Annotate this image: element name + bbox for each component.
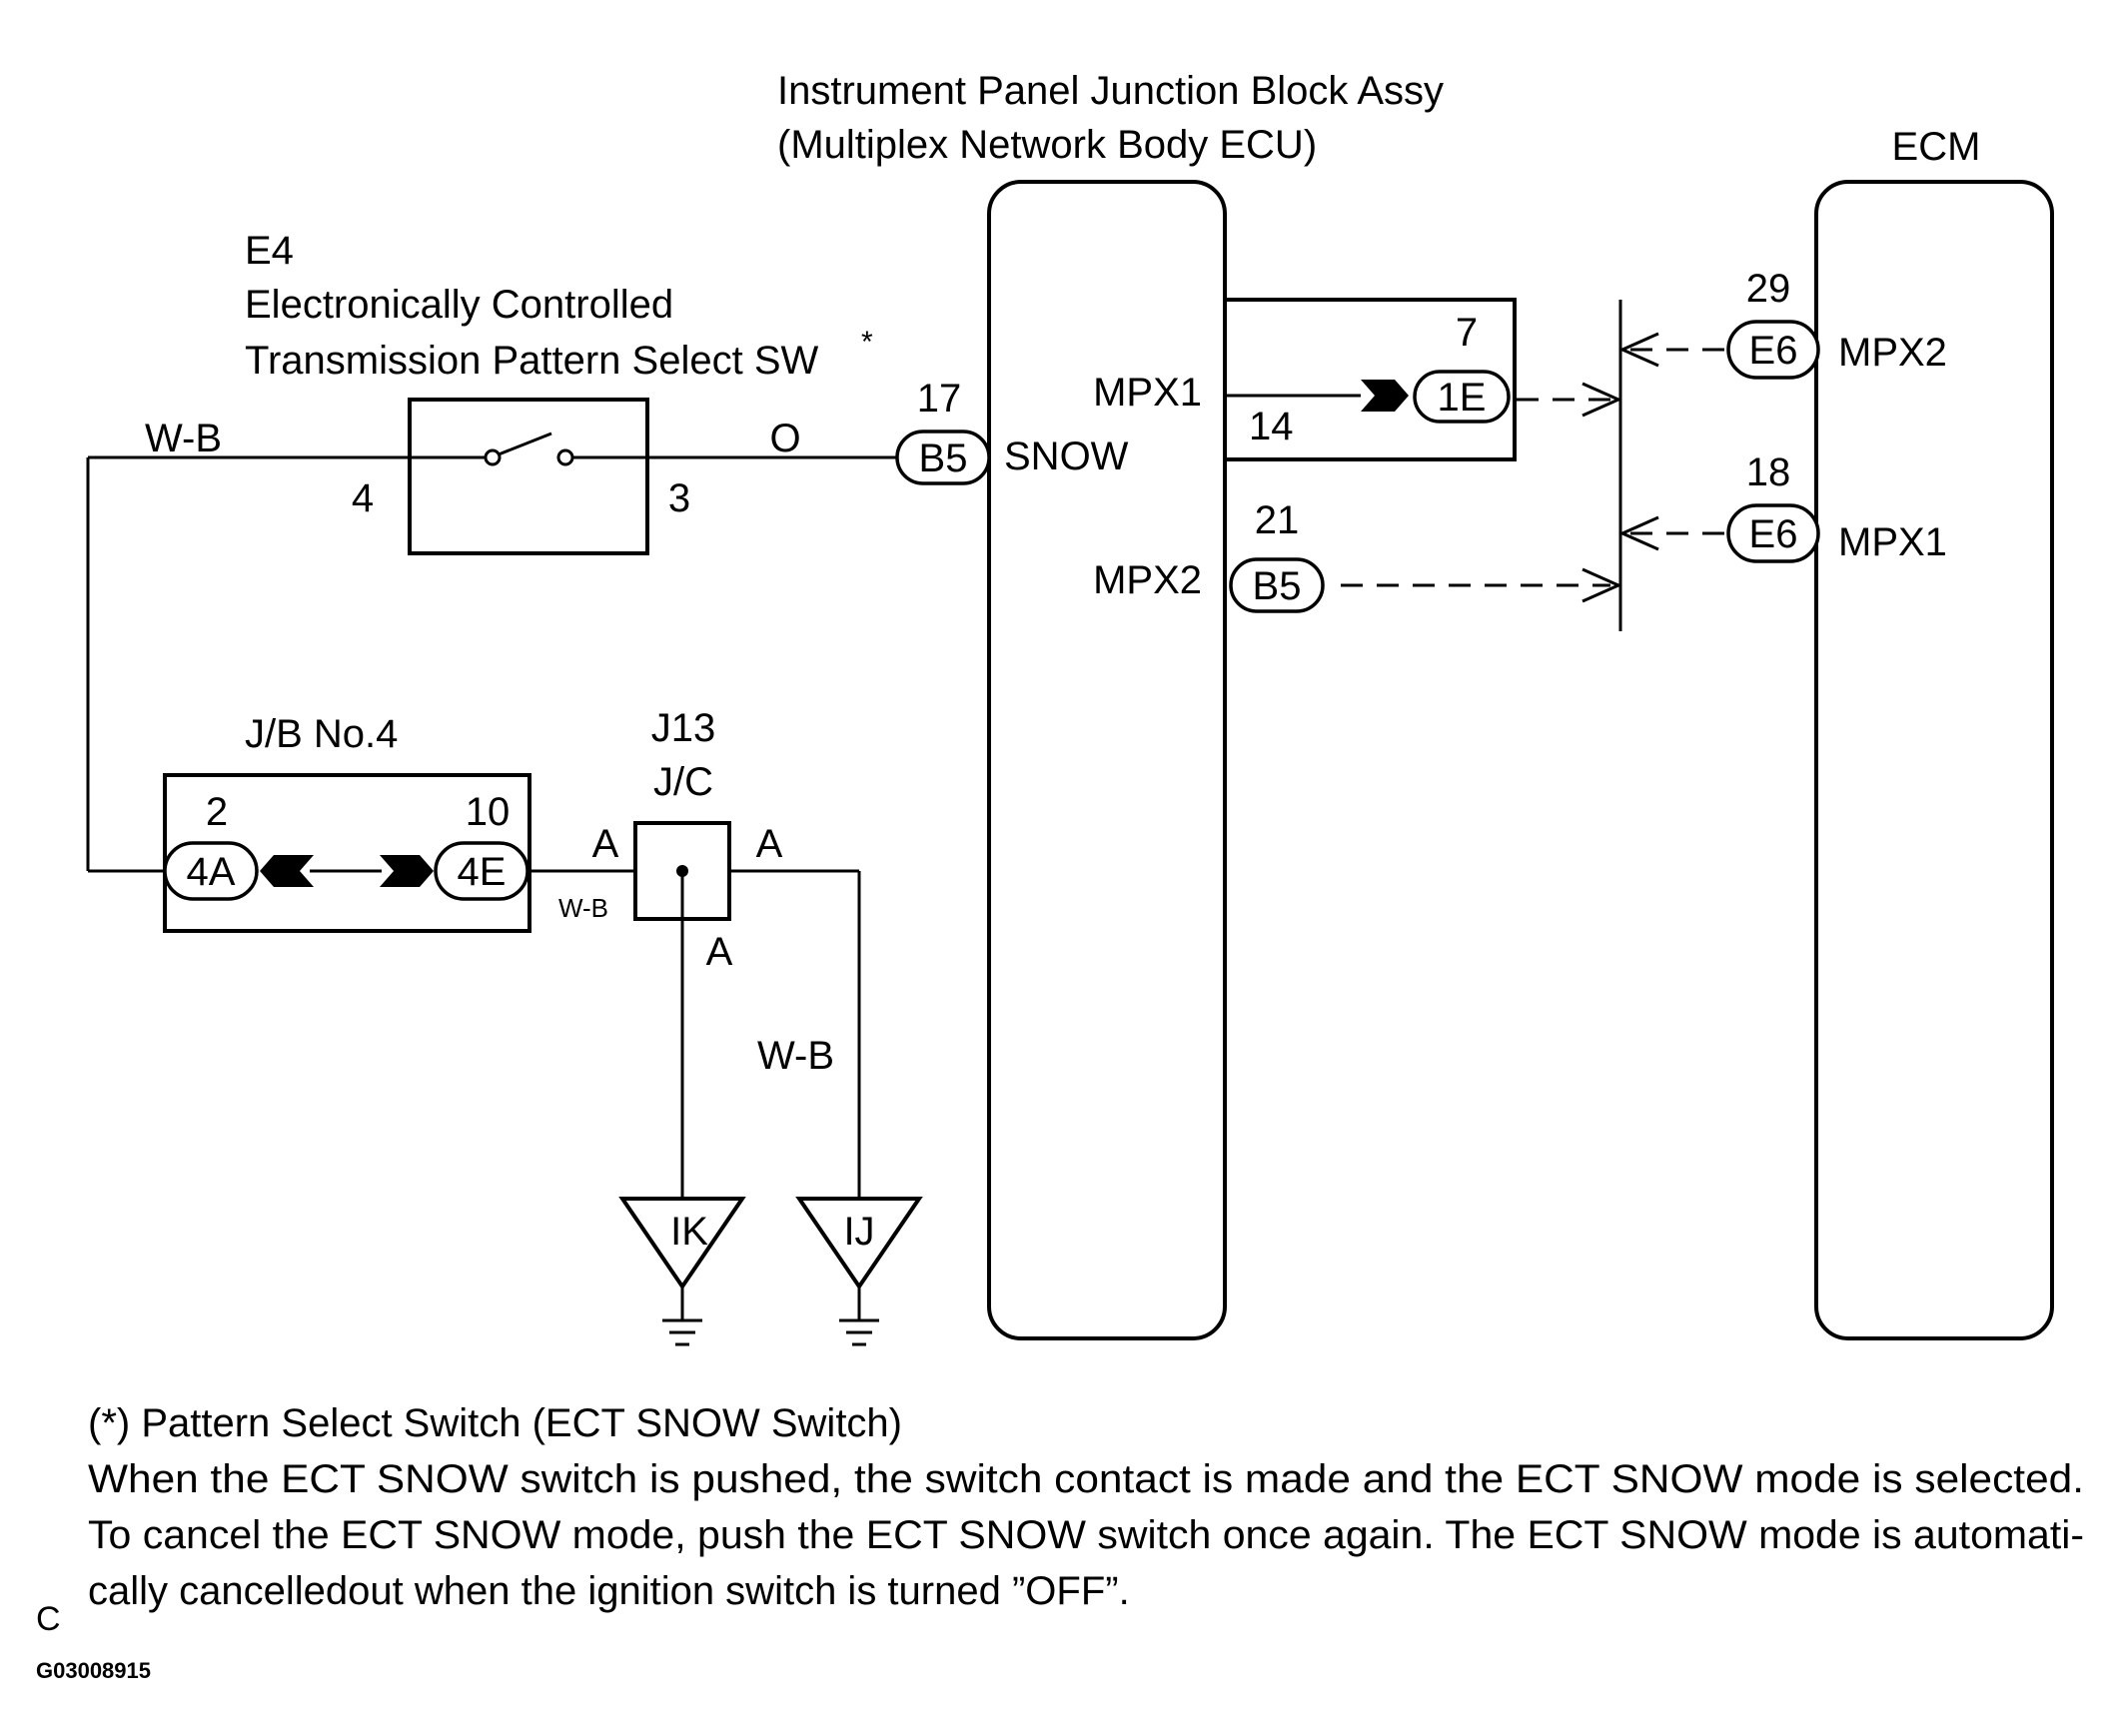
ecm-title: ECM	[1892, 125, 1981, 169]
connector-1e-pill	[1413, 370, 1511, 424]
connector-1e-sub-pin: 14	[1249, 405, 1294, 448]
figure-code: G03008915	[36, 1658, 151, 1683]
jb-no4-title: J/B No.4	[245, 712, 398, 756]
jb-assy-title-line2: (Multiplex Network Body ECU)	[777, 123, 1317, 167]
jb-assy-block: Instrument Panel Junction Block Assy (Mu…	[777, 69, 1444, 1340]
jb-no4-body	[163, 773, 531, 933]
switch-pin-left: 4	[352, 476, 374, 520]
jb-no4-pin-right: 10	[466, 790, 511, 834]
ground-ik: IK	[618, 1197, 746, 1346]
connector-b5-mpx2-pill	[1229, 557, 1325, 613]
connector-b5-snow-group: B5 17	[895, 377, 991, 485]
switch-asterisk: *	[861, 326, 873, 359]
connector-b5-snow-pin: 17	[917, 377, 962, 421]
jb-assy-title-line1: Instrument Panel Junction Block Assy	[777, 69, 1444, 113]
ground-ij-label: IJ	[843, 1210, 874, 1254]
corner-letter: C	[36, 1600, 61, 1638]
switch-contact-right	[556, 448, 574, 466]
ecm-pin-mpx1: MPX1	[1838, 520, 1947, 564]
switch-code: E4	[245, 229, 294, 273]
connector-4a-arrow	[260, 855, 314, 887]
jc-j13-block: J13 J/C A A A	[592, 706, 783, 974]
ecm-pin-mpx2: MPX2	[1838, 331, 1947, 375]
connector-4e-pill	[434, 841, 529, 901]
connector-b5-snow-pill	[895, 430, 991, 485]
ground-ij: IJ	[795, 1197, 923, 1346]
wires: W-B O W-B W-B	[86, 394, 1361, 1199]
notes: (*) Pattern Select Switch (ECT SNOW Swit…	[88, 1401, 2084, 1613]
jb-assy-pin-mpx2: MPX2	[1093, 558, 1202, 602]
connector-b5-snow-code: B5	[919, 436, 968, 480]
connector-1e-box	[1225, 298, 1517, 461]
jc-splice-point	[676, 865, 688, 877]
connector-4e-code: 4E	[458, 850, 507, 894]
connector-1e-pin: 7	[1456, 311, 1478, 355]
jb-no4-pin-left: 2	[206, 790, 228, 834]
ecm-body	[1814, 180, 2054, 1340]
mpx-arrow-e6-18	[1618, 515, 1659, 551]
connector-1e-code: 1E	[1438, 376, 1487, 420]
pattern-select-switch: E4 Electronically Controlled Transmissio…	[245, 229, 873, 555]
jc-label-a-right: A	[756, 822, 783, 866]
connector-b5-mpx2-code: B5	[1253, 564, 1302, 608]
mpx-arrow-e6-29	[1618, 332, 1659, 368]
switch-blade	[498, 432, 552, 456]
connector-1e-arrow	[1361, 380, 1409, 412]
connector-e6-18-pin: 18	[1746, 450, 1791, 494]
connector-e6-29-group: E6 29	[1726, 267, 1820, 380]
switch-name-line2: Transmission Pattern Select SW	[245, 339, 819, 383]
connector-b5-mpx2-pin: 21	[1255, 498, 1300, 542]
connector-4e-arrow	[380, 855, 434, 887]
switch-pin-right: 3	[668, 476, 690, 520]
ground-ik-triangle	[618, 1197, 746, 1291]
note-line-1: (*) Pattern Select Switch (ECT SNOW Swit…	[88, 1401, 902, 1445]
note-line-4: cally cancelledout when the ignition swi…	[88, 1569, 1130, 1613]
connector-4a-code: 4A	[187, 850, 236, 894]
mpx-arrow-1e	[1582, 382, 1622, 418]
jc-code: J13	[651, 706, 716, 750]
connector-e6-18-group: E6 18	[1726, 450, 1820, 563]
ground-ij-triangle	[795, 1197, 923, 1291]
connector-e6-29-pin: 29	[1746, 267, 1791, 311]
switch-name-line1: Electronically Controlled	[245, 283, 673, 327]
connector-e6-29-pill	[1726, 320, 1820, 380]
jb-assy-pin-snow: SNOW	[1004, 434, 1129, 478]
jc-body	[633, 821, 731, 921]
jc-label-a-bottom: A	[706, 930, 733, 974]
connector-e6-29-code: E6	[1749, 329, 1798, 373]
ground-ik-label: IK	[670, 1210, 708, 1254]
connector-1e-group: 1E 7 14	[1225, 298, 1517, 461]
connector-e6-18-code: E6	[1749, 512, 1798, 556]
wire-label-wb-small: W-B	[558, 893, 608, 923]
jb-no4-block: J/B No.4 2 10 4A 4E	[163, 712, 531, 933]
switch-contact-left	[484, 448, 502, 466]
note-line-3: To cancel the ECT SNOW mode, push the EC…	[88, 1513, 2084, 1557]
jb-assy-body	[987, 180, 1227, 1340]
wire-label-wb-top: W-B	[145, 417, 222, 460]
wire-label-wb-right: W-B	[757, 1034, 834, 1078]
jb-assy-pin-mpx1: MPX1	[1093, 371, 1202, 415]
mpx-arrow-b5	[1582, 567, 1622, 603]
jc-name: J/C	[653, 760, 713, 804]
ecm-block: ECM MPX2 MPX1	[1814, 125, 2054, 1340]
connector-e6-18-pill	[1726, 503, 1820, 563]
connector-4a-pill	[163, 841, 259, 901]
jc-label-a-left: A	[592, 822, 619, 866]
multiplex-lines	[1341, 300, 1728, 631]
connector-b5-mpx2-group: B5 21	[1229, 498, 1325, 613]
wire-label-o: O	[769, 417, 800, 460]
switch-body	[408, 398, 649, 555]
note-line-2: When the ECT SNOW switch is pushed, the …	[88, 1457, 2084, 1501]
